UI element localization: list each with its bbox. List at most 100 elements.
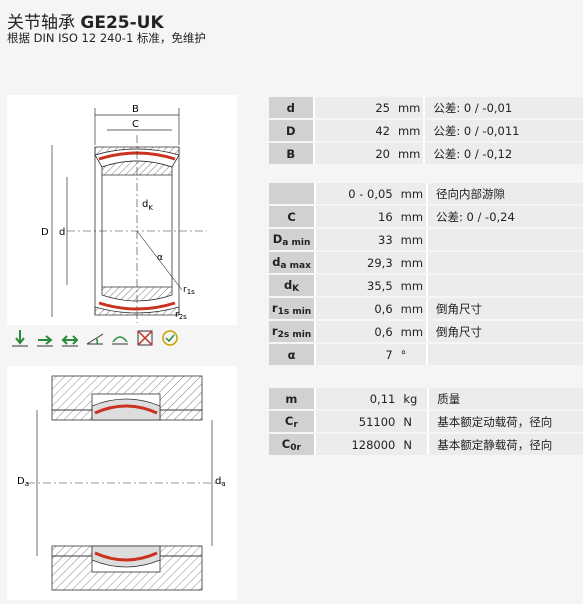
param-symbol: D	[272, 231, 283, 246]
param-symbol: B	[286, 146, 296, 161]
dim-label-da: da	[215, 476, 226, 488]
param-unit: N	[399, 411, 428, 432]
param-subscript: 0r	[290, 442, 301, 453]
param-note: 倒角尺寸	[426, 298, 583, 319]
param-unit: mm	[396, 252, 427, 273]
dim-label-B: B	[132, 104, 139, 115]
param-subscript: K	[292, 283, 300, 294]
param-symbol: d	[272, 254, 281, 269]
param-subscript: 2s min	[277, 329, 312, 340]
param-note: 公差: 0 / -0,011	[423, 120, 583, 141]
param-unit: °	[396, 344, 427, 365]
param-subscript: a max	[280, 260, 311, 271]
param-symbol: α	[287, 347, 296, 362]
param-value: 20	[312, 143, 394, 164]
dim-label-r1s: r1s	[183, 285, 195, 296]
param-unit: mm	[396, 183, 427, 204]
param-value: 42	[312, 120, 394, 141]
param-symbol: m	[285, 391, 298, 406]
param-value: 33	[314, 229, 397, 250]
param-label: α	[269, 344, 315, 365]
dim-label-C: C	[132, 119, 139, 130]
param-label: B	[269, 143, 313, 164]
axial-load-icon	[34, 327, 56, 349]
param-note: 质量	[427, 388, 583, 409]
param-value: 128000	[313, 434, 400, 455]
param-unit: mm	[396, 275, 427, 296]
page-title: 关节轴承 GE25-UK	[7, 8, 164, 33]
param-unit: mm	[393, 143, 424, 164]
param-note: 公差: 0 / -0,12	[423, 143, 583, 164]
param-value: 25	[312, 97, 394, 118]
param-symbol: r	[271, 300, 278, 315]
param-value: 7	[314, 344, 397, 365]
param-note	[426, 252, 583, 273]
param-unit: mm	[396, 229, 427, 250]
param-symbol: C	[287, 209, 296, 224]
maintenance-free-icon	[159, 327, 181, 349]
dim-label-r2s: r2s	[175, 310, 187, 321]
param-label: r2s min	[269, 321, 315, 342]
param-label: m	[269, 388, 314, 409]
param-value: 16	[314, 206, 397, 227]
param-unit: mm	[393, 97, 424, 118]
param-note	[426, 344, 583, 365]
param-note	[426, 229, 583, 250]
param-value: 51100	[313, 411, 400, 432]
param-subscript: r	[293, 419, 298, 430]
param-unit: mm	[396, 206, 427, 227]
param-label: Da min	[269, 229, 315, 250]
param-note: 公差: 0 / -0,24	[426, 206, 583, 227]
mounting-dimensions-drawing: Da da	[7, 366, 237, 600]
dim-label-d: d	[59, 227, 65, 238]
param-label: da max	[269, 252, 315, 273]
param-value: 0 - 0,05	[314, 183, 397, 204]
param-note: 径向内部游隙	[426, 183, 583, 204]
param-note: 倒角尺寸	[426, 321, 583, 342]
param-symbol: C	[284, 413, 294, 428]
param-symbol: d	[283, 277, 293, 292]
bearing-cross-section-drawing: B C D d dK α r1s r2s	[7, 95, 237, 325]
param-subscript: a min	[282, 237, 311, 248]
title-prefix: 关节轴承	[7, 13, 75, 33]
param-label: r1s min	[269, 298, 315, 319]
dim-label-Da: Da	[17, 476, 29, 488]
param-note: 基本额定静载荷，径向	[427, 434, 583, 455]
param-symbol: C	[281, 436, 291, 451]
dim-label-D: D	[41, 227, 49, 238]
oscillation-icon	[109, 327, 131, 349]
param-label	[269, 183, 315, 204]
param-note: 公差: 0 / -0,01	[423, 97, 583, 118]
param-symbol: d	[286, 100, 295, 115]
dim-label-dK: dK	[142, 199, 153, 212]
param-value: 35,5	[314, 275, 397, 296]
param-subscript: 1s min	[277, 306, 312, 317]
param-unit: mm	[393, 120, 424, 141]
feature-icons-row	[9, 327, 181, 351]
param-value: 0,6	[314, 298, 397, 319]
param-note: 基本额定动载荷，径向	[427, 411, 583, 432]
title-model: GE25-UK	[80, 13, 164, 33]
param-label: C0r	[269, 434, 314, 455]
page-subtitle: 根据 DIN ISO 12 240-1 标准，免维护	[7, 31, 206, 45]
param-label: Cr	[269, 411, 314, 432]
param-value: 0,11	[313, 388, 400, 409]
param-unit: mm	[396, 298, 427, 319]
param-label: dK	[269, 275, 315, 296]
param-label: d	[269, 97, 313, 118]
table-row: α 7°	[269, 344, 583, 365]
tilt-angle-icon	[84, 327, 106, 349]
